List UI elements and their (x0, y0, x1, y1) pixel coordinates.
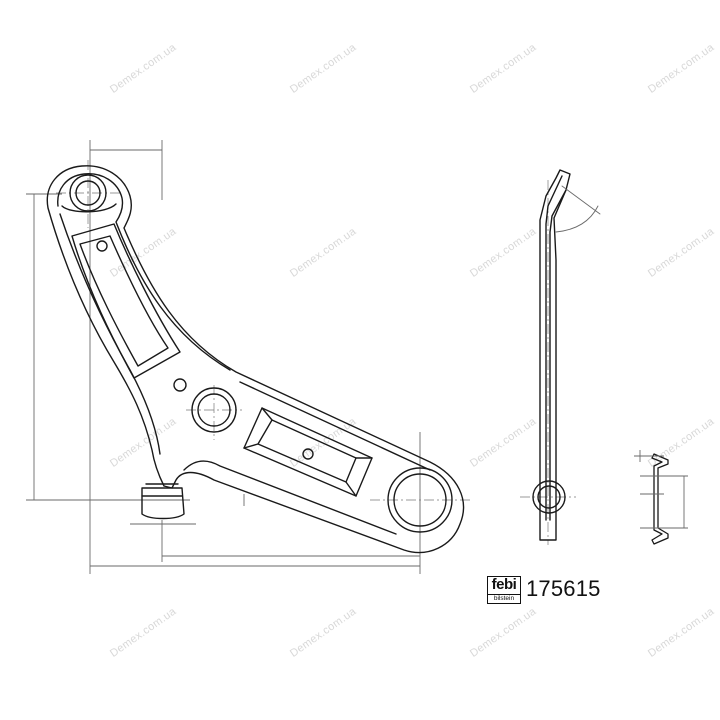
middle-boss-outer (191, 387, 237, 433)
arm-right-flange (239, 381, 431, 471)
center-lines (56, 160, 576, 560)
front-bush-collar (61, 203, 117, 213)
small-mounting-hole (173, 378, 187, 392)
brand-logo: febi bilstein (487, 576, 521, 604)
pocket-hole (302, 448, 314, 460)
pocket-edge (261, 407, 273, 421)
brand-logo-main: febi (491, 576, 517, 593)
section-detail (634, 450, 688, 545)
upper-recess-inner (79, 235, 169, 367)
side-bush-inner (537, 485, 561, 509)
lower-bushing (141, 487, 185, 520)
front-bush-outer (69, 174, 107, 212)
angle-arc (555, 205, 599, 233)
brand-logo-sub: bilstein (488, 594, 520, 603)
control-arm-body (46, 165, 465, 554)
middle-boss-inner (197, 393, 231, 427)
front-bush-inner (75, 180, 101, 206)
side-bush-outer (532, 480, 566, 514)
section-profile (651, 453, 669, 545)
pocket-edge (345, 481, 357, 497)
pocket-edge (243, 443, 259, 449)
arm-outer-contour (46, 165, 465, 554)
angle-line (561, 185, 601, 215)
side-view (532, 169, 601, 541)
rear-bush-inner (393, 473, 447, 527)
side-profile-inner-right (549, 189, 567, 521)
rear-bush-outer (387, 467, 453, 533)
recess-hole (96, 240, 108, 252)
arm-lower-edge (183, 460, 397, 535)
upper-recess-outer (71, 223, 181, 379)
arm-flange-line (57, 173, 231, 371)
side-profile-inner (545, 175, 563, 521)
arm-flange-line-lower (59, 213, 161, 455)
part-number: 175615 (526, 576, 601, 601)
side-profile-outer (539, 169, 571, 541)
